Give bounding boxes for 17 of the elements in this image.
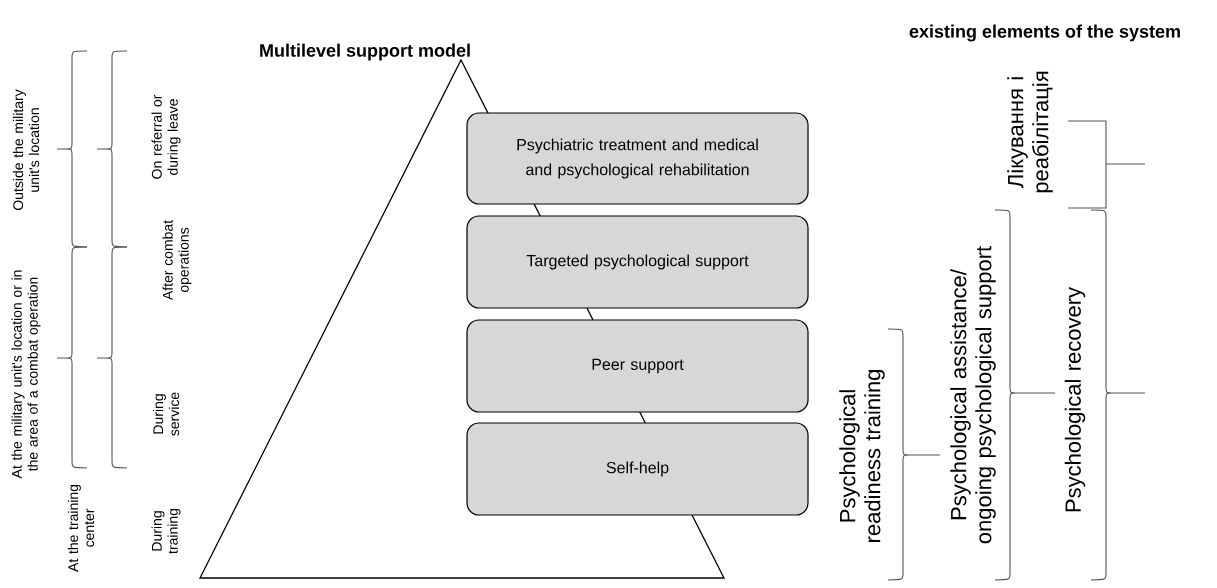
- level-box: Targeted psychological support: [466, 215, 809, 309]
- rotated-label: Psychological assistance/ ongoing psychological support: [950, 246, 996, 544]
- rotated-label: Psychological recovery: [1064, 287, 1086, 512]
- rotated-label: On referral or during leave: [151, 94, 181, 179]
- heading: existing elements of the system: [909, 24, 1180, 42]
- rotated-label: During training: [151, 508, 181, 554]
- rotated-label: During service: [152, 392, 180, 436]
- level-box: Psychiatric treatment and medical and psychological rehabilitation: [466, 112, 809, 205]
- rotated-label: Лікування і реабілітація: [1007, 71, 1053, 193]
- rotated-label: Outside the military unit's location: [12, 89, 40, 210]
- rotated-label: At the training center: [67, 484, 95, 572]
- heading: Multilevel support model: [260, 43, 470, 61]
- rotated-label: After combat operations: [162, 220, 192, 301]
- level-box: Self-help: [466, 422, 809, 516]
- rotated-label: At the military unit's location or in the area of a combat operation: [11, 270, 41, 479]
- rotated-label: Psychological readiness training: [839, 370, 885, 542]
- level-box: Peer support: [466, 319, 809, 413]
